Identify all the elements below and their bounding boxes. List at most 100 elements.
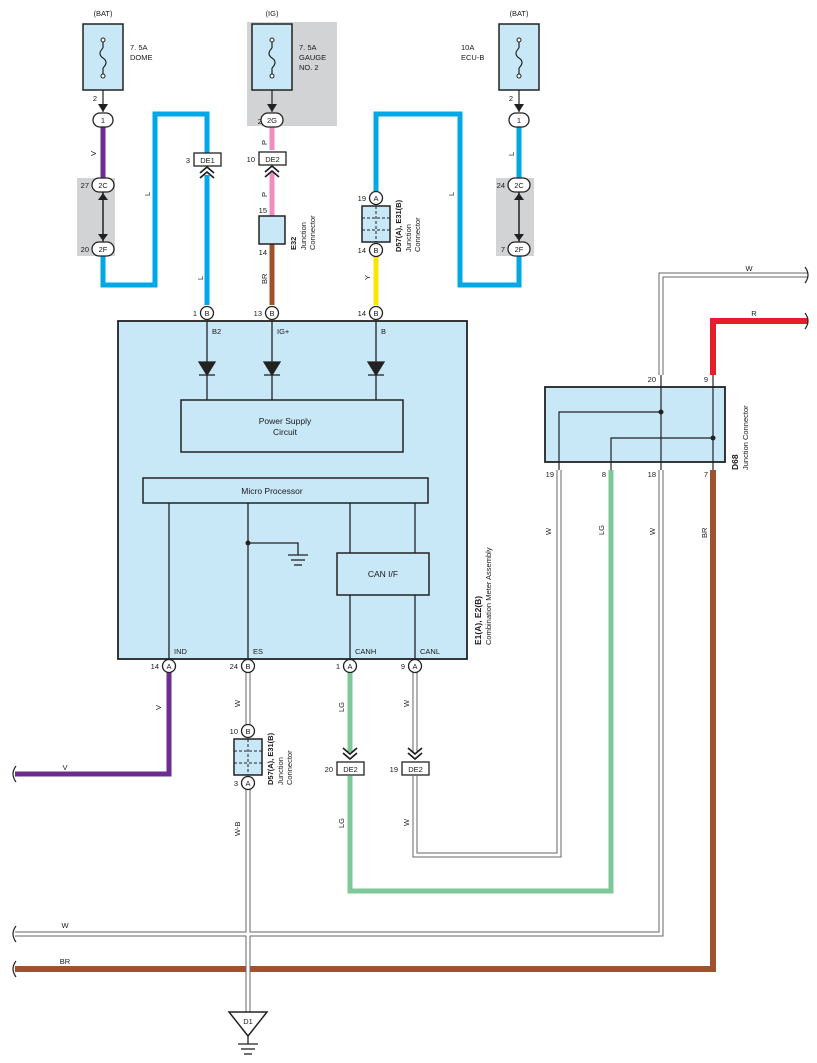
d68-pin-20: 20 bbox=[648, 375, 656, 384]
meter-top-pin-b2: B bbox=[199, 305, 215, 321]
wire-lg-d68 bbox=[347, 470, 614, 894]
conn-de2-lg: DE2 bbox=[336, 747, 365, 776]
meter-diodes bbox=[197, 321, 386, 400]
meter-name1: E1(A), E2(B) bbox=[473, 596, 483, 645]
conn-de2-w: DE2 bbox=[401, 747, 430, 776]
wire-label-y: Y bbox=[363, 275, 372, 280]
wire-label-w-d68-18: W bbox=[648, 527, 657, 535]
d57-top-pin-bot: 14 bbox=[358, 246, 366, 255]
meter-top-pin-igplus: B bbox=[264, 305, 280, 321]
wire-label-br-igplus: BR bbox=[260, 273, 269, 284]
d57-bot-id: D57(A), E31(B) bbox=[266, 732, 275, 785]
meter-bot-pin-canh-label: CANH bbox=[355, 647, 376, 656]
conn-right-2c: 2C bbox=[507, 177, 531, 193]
gauge-rating-label: 7. 5A bbox=[299, 43, 317, 52]
conn-right-2f: 2F bbox=[507, 241, 531, 257]
right-2f-pin: 7 bbox=[501, 245, 505, 254]
d57-top-id: D57(A), E31(B) bbox=[394, 199, 403, 252]
meter-bot-pin-canh-num: 1 bbox=[336, 662, 340, 671]
meter-top-pin-b-num: 14 bbox=[358, 309, 366, 318]
es-junction-dot bbox=[245, 540, 251, 546]
wire-label-l-b2: L bbox=[196, 276, 205, 280]
left-2f-pin: 20 bbox=[81, 245, 89, 254]
wire-label-l-right: L bbox=[447, 192, 456, 196]
wire-label-w-bottom: W bbox=[61, 921, 69, 930]
de2-w-pin: 19 bbox=[390, 765, 398, 774]
wire-l-right-loop bbox=[373, 111, 522, 288]
conn-d57-top: A B bbox=[361, 190, 391, 258]
fuse-arrow-marks bbox=[98, 104, 524, 112]
fuse-gauge bbox=[251, 23, 293, 112]
svg-text:2C: 2C bbox=[98, 181, 108, 190]
conn-ecub-1: 1 bbox=[508, 112, 530, 128]
wire-label-v-left: V bbox=[62, 763, 67, 772]
wire-label-w-d68-19: W bbox=[544, 527, 553, 535]
meter-name2: Combination Meter Assembly bbox=[484, 547, 493, 645]
svg-text:1: 1 bbox=[101, 116, 105, 125]
svg-text:DE2: DE2 bbox=[265, 155, 280, 164]
wire-label-wb: W-B bbox=[233, 822, 242, 836]
svg-text:DE2: DE2 bbox=[343, 765, 358, 774]
wire-r bbox=[710, 318, 808, 375]
d68-pin-9: 9 bbox=[704, 375, 708, 384]
svg-text:1: 1 bbox=[517, 116, 521, 125]
d57-top-desc2: Connector bbox=[413, 217, 422, 252]
meter-bot-pin-ind: A bbox=[161, 658, 177, 674]
svg-text:2G: 2G bbox=[267, 116, 277, 125]
wire-label-l-ecub: L bbox=[507, 152, 516, 156]
wire-label-lg-bot: LG bbox=[337, 818, 346, 828]
d68-internal-lines bbox=[558, 375, 714, 470]
power-supply-label: Power Supply bbox=[259, 416, 312, 426]
ecub-name-label: ECU-B bbox=[461, 53, 484, 62]
svg-text:A: A bbox=[412, 662, 417, 671]
meter-bot-pin-es: B bbox=[240, 658, 256, 674]
svg-text:A: A bbox=[347, 662, 352, 671]
svg-text:A: A bbox=[245, 779, 250, 788]
meter-bot-pin-canh: A bbox=[342, 658, 358, 674]
d68-pin-18: 18 bbox=[648, 470, 656, 479]
dome-pin-label: 2 bbox=[93, 94, 97, 103]
svg-text:A: A bbox=[373, 194, 378, 203]
conn-left-2c: 2C bbox=[91, 177, 115, 193]
meter-bot-pin-canl-num: 9 bbox=[401, 662, 405, 671]
meter-top-pin-igplus-num: 13 bbox=[254, 309, 262, 318]
svg-text:2C: 2C bbox=[514, 181, 524, 190]
svg-text:DE1: DE1 bbox=[200, 156, 215, 165]
svg-text:B: B bbox=[373, 246, 378, 255]
meter-top-pin-b2-label: B2 bbox=[212, 327, 221, 336]
conn-left-2f: 2F bbox=[91, 241, 115, 257]
e32-pin-top: 15 bbox=[259, 206, 267, 215]
wire-break-marks bbox=[12, 266, 809, 978]
right-2c-pin: 24 bbox=[497, 181, 505, 190]
power-supply-circuit bbox=[180, 399, 404, 453]
d57-bot-pin-bot: 3 bbox=[234, 779, 238, 788]
meter-bot-pin-es-num: 24 bbox=[230, 662, 238, 671]
power-supply-label2: Circuit bbox=[273, 427, 298, 437]
meter-bot-pin-ind-num: 14 bbox=[151, 662, 159, 671]
wire-label-p-bot: P bbox=[260, 192, 269, 197]
left-2c-pin: 27 bbox=[81, 181, 89, 190]
svg-text:2F: 2F bbox=[99, 245, 108, 254]
meter-internal-lines bbox=[168, 503, 416, 659]
gauge-name-label: GAUGE bbox=[299, 53, 326, 62]
meter-top-pin-b2-num: 1 bbox=[193, 309, 197, 318]
wire-label-p-top: P bbox=[260, 140, 269, 145]
wire-label-v-top: V bbox=[89, 151, 98, 156]
can-interface bbox=[336, 552, 430, 596]
gauge-name2-label: NO. 2 bbox=[299, 63, 319, 72]
d68-pin-8: 8 bbox=[602, 470, 606, 479]
svg-text:B: B bbox=[245, 662, 250, 671]
d68-pin-19: 19 bbox=[546, 470, 554, 479]
ecub-supply-label: (BAT) bbox=[509, 9, 529, 18]
wire-label-w-es: W bbox=[233, 699, 242, 707]
meter-bot-pin-canl: A bbox=[407, 658, 423, 674]
d68-desc: Junction Connector bbox=[741, 405, 750, 470]
de1-pin: 3 bbox=[186, 156, 190, 165]
can-interface-label: CAN I/F bbox=[368, 569, 398, 579]
d68-pin-7: 7 bbox=[704, 470, 708, 479]
wire-label-w-canl: W bbox=[402, 699, 411, 707]
wire-label-lg-d68-8: LG bbox=[597, 525, 606, 535]
de2-top-pin: 10 bbox=[247, 155, 255, 164]
d57-bot-desc1: Junction bbox=[276, 757, 285, 785]
e32-pin-bot: 14 bbox=[259, 248, 267, 257]
